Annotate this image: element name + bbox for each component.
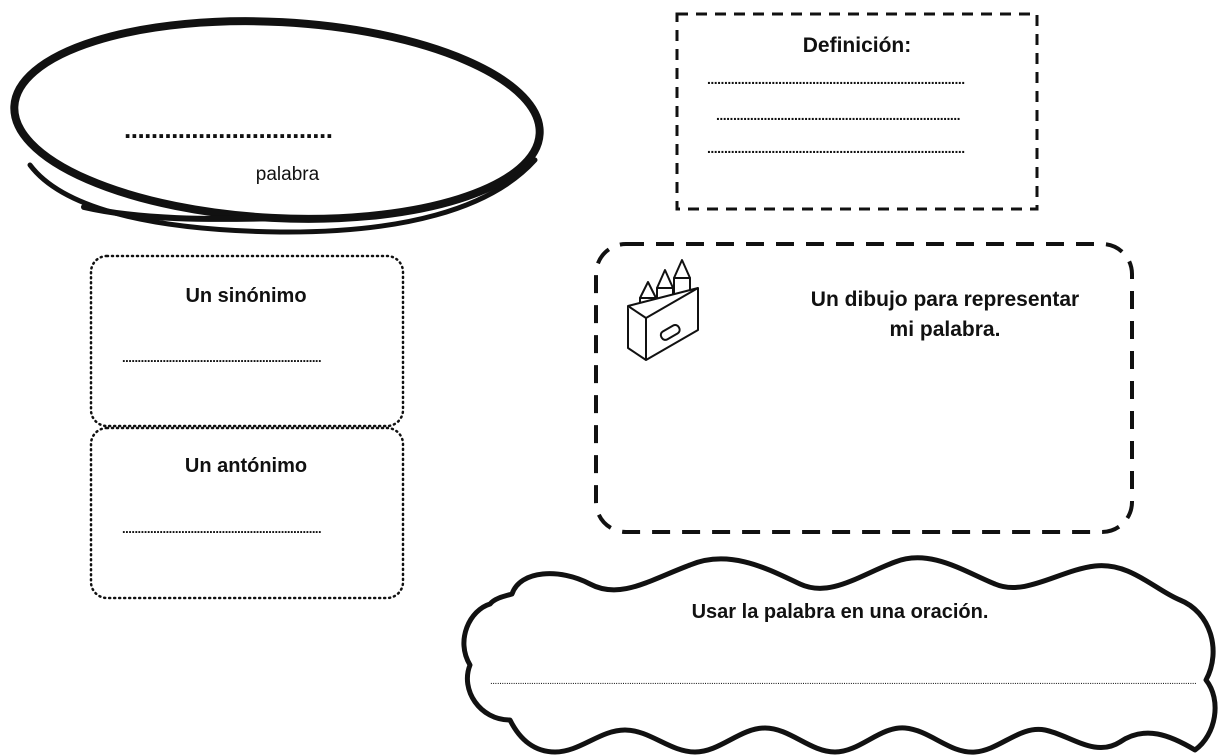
synonym-title: Un sinónimo xyxy=(185,285,307,307)
definition-line-3[interactable]: ........................................… xyxy=(707,141,965,155)
drawing-title: Un dibujo para representar mi palabra. xyxy=(790,285,1100,345)
word-oval xyxy=(10,17,544,235)
crayon-box-icon xyxy=(627,259,699,361)
antonym-title: Un antónimo xyxy=(184,455,308,477)
definition-line-1[interactable]: ........................................… xyxy=(707,72,965,86)
word-blank-line[interactable]: ............................... xyxy=(124,116,333,142)
drawing-title-line-2: mi palabra. xyxy=(889,318,1001,341)
drawing-box xyxy=(594,242,1134,534)
word-label: palabra xyxy=(255,164,320,185)
synonym-box xyxy=(89,254,405,428)
antonym-box xyxy=(89,426,405,600)
sentence-title: Usar la palabra en una oración. xyxy=(691,601,989,623)
sentence-cloud xyxy=(461,555,1218,755)
drawing-title-line-1: Un dibujo para representar xyxy=(810,288,1080,311)
definition-box xyxy=(675,12,1039,211)
definition-line-2[interactable]: ........................................… xyxy=(716,108,961,122)
sentence-answer-line[interactable]: ........................................… xyxy=(490,677,1196,687)
antonym-answer-line[interactable]: ........................................… xyxy=(122,522,322,535)
synonym-answer-line[interactable]: ........................................… xyxy=(122,351,322,364)
definition-title: Definición: xyxy=(802,34,912,57)
